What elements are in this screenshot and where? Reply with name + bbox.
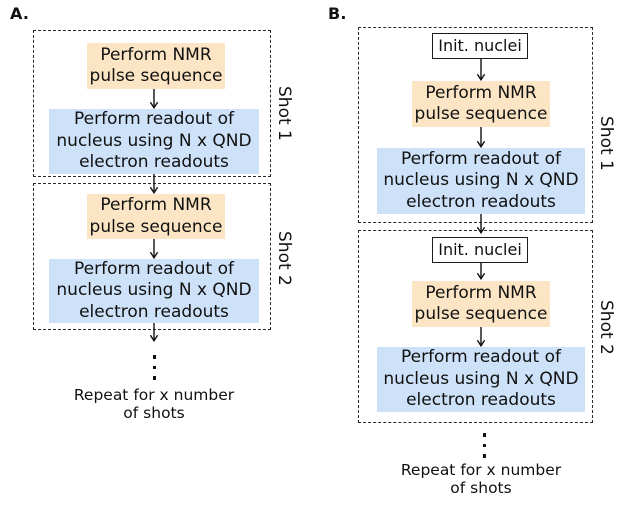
panel-a-shot-1-label: Shot 1 (274, 85, 294, 141)
down-arrow-icon (474, 263, 488, 280)
panel-b-label: B. (328, 4, 347, 23)
init-nuclei-box: Init. nuclei (432, 33, 528, 59)
init-nuclei-box: Init. nuclei (432, 237, 528, 263)
down-arrow-icon (474, 327, 488, 347)
down-arrow-icon (474, 127, 488, 148)
down-arrow-icon (147, 89, 161, 109)
pulse-sequence-box: Perform NMR pulse sequence (412, 81, 550, 127)
pulse-sequence-box: Perform NMR pulse sequence (87, 194, 225, 239)
panel-a-shot-1-frame (33, 30, 271, 177)
panel-a-shot-2-frame (33, 183, 271, 330)
panel-b-shot-1-label: Shot 1 (596, 115, 616, 171)
panel-a-shot-2-label: Shot 2 (274, 230, 294, 286)
readout-box: Perform readout of nucleus using N x QND… (377, 148, 585, 214)
panel-b-shot-2-frame (358, 230, 593, 423)
repeat-note: Repeat for x number of shots (400, 461, 562, 497)
ellipsis-dots (148, 355, 160, 380)
ellipsis-dots (478, 433, 490, 458)
readout-box: Perform readout of nucleus using N x QND… (377, 347, 585, 412)
down-arrow-icon (474, 214, 488, 234)
readout-box: Perform readout of nucleus using N x QND… (49, 259, 259, 323)
pulse-sequence-box: Perform NMR pulse sequence (87, 43, 225, 89)
down-arrow-icon (147, 174, 161, 194)
down-arrow-icon (147, 239, 161, 259)
readout-box: Perform readout of nucleus using N x QND… (49, 109, 259, 174)
repeat-note: Repeat for x number of shots (73, 386, 235, 422)
down-arrow-icon (147, 323, 161, 342)
panel-a-label: A. (10, 4, 30, 23)
panel-b-shot-1-frame (358, 27, 593, 223)
pulse-sequence-box: Perform NMR pulse sequence (412, 281, 550, 327)
down-arrow-icon (474, 59, 488, 81)
panel-b-shot-2-label: Shot 2 (596, 299, 616, 355)
